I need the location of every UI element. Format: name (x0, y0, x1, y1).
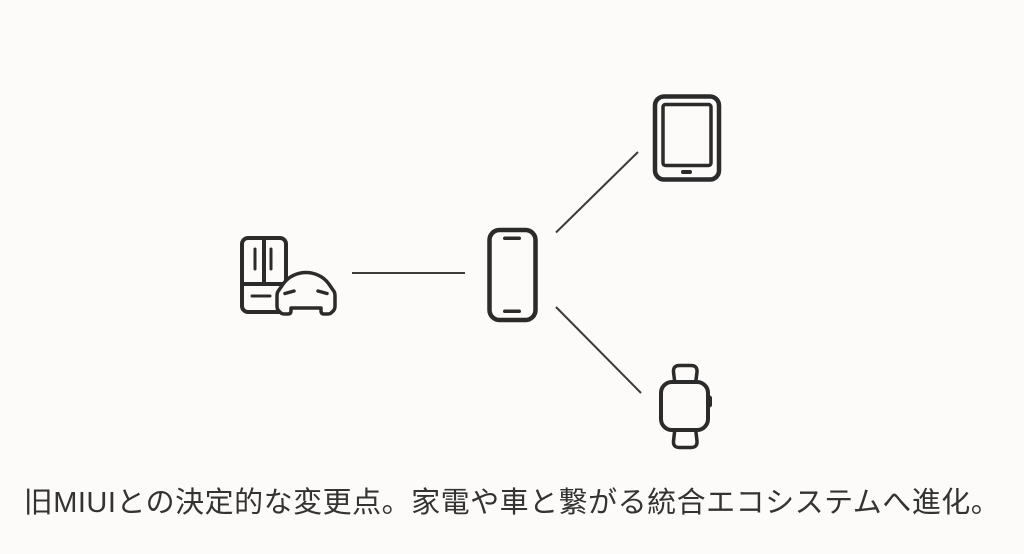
caption-text: 旧MIUIとの決定的な変更点。家電や車と繋がる統合エコシステムへ進化。 (23, 487, 1001, 519)
car-headlight-left (283, 289, 296, 296)
connector-phone-tablet (555, 151, 639, 234)
connector-phone-watch (555, 306, 642, 394)
watch-band-bottom (671, 426, 699, 450)
connector-lines (352, 151, 642, 394)
car-headlight-right (316, 289, 329, 296)
phone-home-bar (503, 309, 521, 313)
tablet-home-button (681, 170, 692, 174)
smartphone-icon (487, 227, 538, 323)
tablet-icon (652, 94, 722, 182)
smartwatch-icon (659, 363, 712, 450)
watch-band-top (671, 363, 699, 386)
refrigerator-icon (240, 236, 288, 314)
car-icon (275, 270, 337, 316)
tablet-screen (661, 102, 713, 168)
watch-face (659, 380, 710, 432)
phone-speaker-bar (503, 236, 521, 240)
